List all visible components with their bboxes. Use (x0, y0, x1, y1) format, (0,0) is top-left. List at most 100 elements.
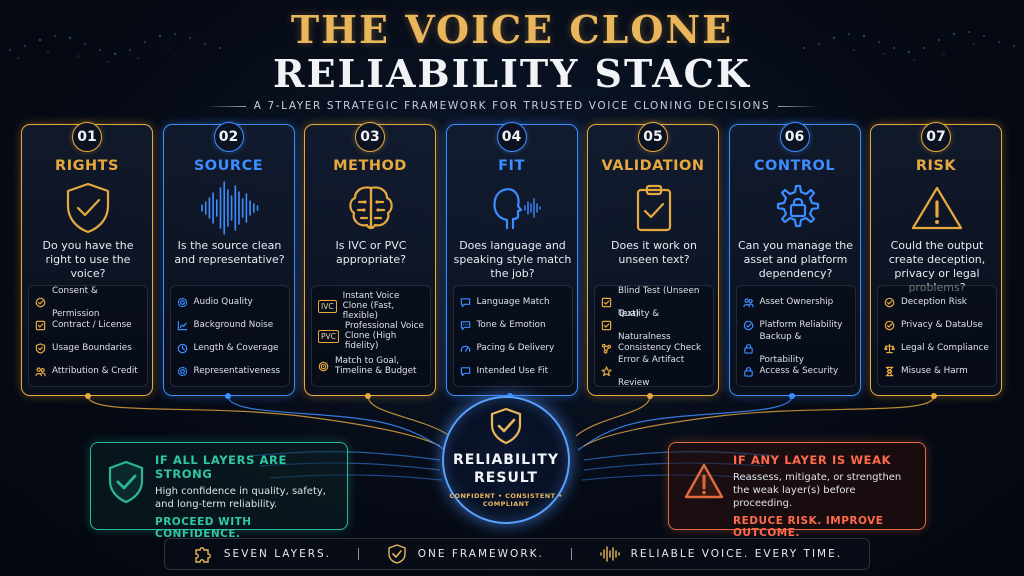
layer-item: Asset Ownership (742, 291, 849, 314)
dots-icon (460, 321, 470, 331)
method-tag: PVC (318, 329, 339, 343)
checkbox-icon (601, 297, 612, 308)
layer-item-label: Quality & Naturalness (618, 308, 671, 342)
footer-item-framework: ONE FRAMEWORK. (386, 544, 544, 564)
layer-question: Is IVC or PVC appropriate? (335, 239, 407, 266)
result-title-line2: RESULT (474, 470, 538, 486)
layer-item-label: Deception Risk (901, 297, 967, 307)
layer-item: Intended Use Fit (460, 360, 566, 383)
layer-title: CONTROL (753, 158, 836, 174)
layer-item: Length & Coverage (177, 337, 283, 360)
strong-title: IF ALL LAYERS ARE STRONG (155, 453, 287, 481)
subtitle-rule-right (778, 105, 819, 107)
footer-text-1: SEVEN LAYERS. (223, 548, 332, 560)
layer-item-label: Platform Reliability (759, 320, 843, 330)
layer-number-badge: 02 (213, 122, 244, 152)
layer-item-list: Blind Test (Unseen Text)Quality & Natura… (594, 285, 714, 388)
layer-item-label: Misuse & Harm (901, 366, 968, 376)
layer-item-label: Tone & Emotion (476, 320, 546, 330)
waveform-icon (200, 181, 258, 235)
layer-item: Background Noise (177, 314, 283, 337)
weak-cta: REDUCE RISK. IMPROVE OUTCOME. (733, 515, 884, 539)
puzzle-icon (195, 547, 211, 563)
brain-icon (349, 186, 393, 230)
badge-check-icon (884, 297, 895, 308)
layer-item-label: Language Match (476, 297, 550, 307)
layer-item: Blind Test (Unseen Text) (601, 286, 707, 319)
footer-divider (357, 548, 359, 560)
layer-question: Does language and speaking style match t… (453, 239, 572, 280)
hourglass-icon (885, 366, 894, 377)
checkbox-icon (601, 320, 612, 331)
layer-item-label: Professional Voice Clone (High fidelity) (344, 321, 424, 351)
layer-item: Audio Quality (177, 291, 283, 314)
decorative-wave-left (9, 33, 221, 63)
layer-title: RIGHTS (55, 158, 119, 174)
layer-item: Quality & Naturalness (601, 309, 707, 342)
shield-check-icon (388, 544, 406, 564)
layer-item-label: Legal & Compliance (901, 343, 989, 353)
layer-item-label: Length & Coverage (193, 343, 279, 353)
layer-item: Consistency Check (601, 337, 707, 360)
strong-layers-panel: IF ALL LAYERS ARE STRONG High confidence… (90, 442, 348, 540)
layer-item: Contract / License (35, 314, 141, 337)
subtitle-text: A 7-LAYER STRATEGIC FRAMEWORK FOR TRUSTE… (253, 100, 771, 112)
layer-title: RISK (915, 158, 957, 174)
lock-icon (743, 367, 753, 377)
method-tag: IVC (318, 299, 337, 313)
waveform-icon (599, 546, 620, 562)
badge-check-icon (743, 320, 753, 331)
subtitle-rule-left (205, 105, 246, 107)
gear-icon (177, 297, 187, 308)
layer-item: Platform Reliability (743, 314, 849, 337)
lock-icon (743, 344, 753, 354)
page-subtitle: A 7-LAYER STRATEGIC FRAMEWORK FOR TRUSTE… (0, 100, 1024, 112)
layer-title: METHOD (333, 158, 407, 174)
people-icon (742, 298, 754, 308)
layer-item: Legal & Compliance (884, 337, 990, 360)
page-title: THE VOICE CLONE (290, 7, 734, 52)
layer-item-label: Error & Artifact Review (618, 354, 685, 388)
warning-icon (911, 186, 963, 230)
clock-icon (177, 343, 187, 354)
strong-body: High confidence in quality, safety, and … (155, 486, 326, 510)
checkbox-icon (35, 320, 46, 331)
layer-item-label: Access & Security (759, 366, 839, 376)
layer-item-label: Representativeness (193, 366, 281, 376)
layer-item: Representativeness (177, 360, 283, 383)
strong-cta: PROCEED WITH CONFIDENCE. (155, 516, 252, 540)
layer-title: FIT (498, 158, 525, 174)
shield-check-icon (108, 460, 144, 504)
footer-divider (570, 548, 572, 560)
layer-item-label: Asset Ownership (759, 297, 834, 307)
layer-number-badge: 01 (72, 122, 102, 152)
layer-question: Is the source clean and representative? (174, 239, 285, 266)
layer-item-label: Pacing & Delivery (476, 343, 555, 353)
layer-item: Usage Boundaries (35, 337, 141, 360)
layer-item-label: Instant Voice Clone (Fast, flexible) (342, 291, 400, 321)
layer-item: Backup & Portability (743, 332, 849, 365)
layer-item: Pacing & Delivery (460, 337, 566, 360)
footer-item-layers: SEVEN LAYERS. (192, 544, 331, 564)
layer-item: Language Match (460, 291, 566, 314)
layer-title: VALIDATION (601, 158, 705, 174)
layer-item: Tone & Emotion (460, 314, 566, 337)
star-icon (601, 366, 612, 377)
layer-item: Error & Artifact Review (601, 355, 707, 388)
layer-title: SOURCE (193, 158, 264, 174)
layer-item: Access & Security (743, 360, 849, 383)
layer-item: PVC Professional Voice Clone (High fideli… (318, 321, 424, 351)
layer-question: Do you have the right to use the voice? (42, 239, 134, 280)
gear-lock-icon (776, 184, 819, 228)
shield-check-icon (490, 407, 522, 445)
